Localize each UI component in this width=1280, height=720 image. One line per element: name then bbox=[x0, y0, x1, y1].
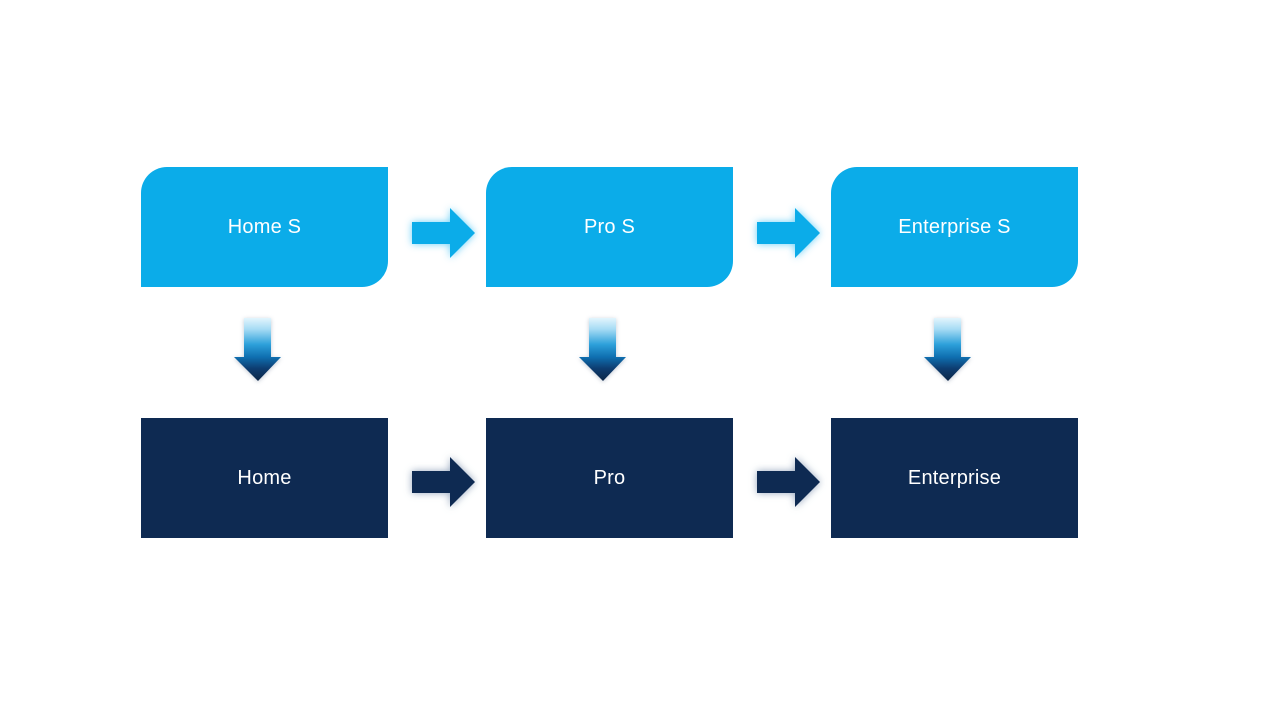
flow-box-label: Home bbox=[237, 467, 292, 489]
flow-box-home-s: Home S bbox=[141, 167, 388, 287]
flow-box-enterprise: Enterprise bbox=[831, 418, 1078, 538]
right-arrow-icon bbox=[757, 207, 821, 259]
down-arrow-icon bbox=[234, 318, 282, 381]
flow-box-label: Pro S bbox=[583, 216, 636, 238]
flow-box-enterprise-s: Enterprise S bbox=[831, 167, 1078, 287]
flow-box-pro: Pro bbox=[486, 418, 733, 538]
down-arrow-icon bbox=[579, 318, 627, 381]
flow-box-home: Home bbox=[141, 418, 388, 538]
flow-box-label: Enterprise S bbox=[898, 216, 1011, 238]
right-arrow-icon bbox=[757, 456, 821, 508]
right-arrow-icon bbox=[412, 456, 476, 508]
flow-box-label: Enterprise bbox=[907, 467, 1002, 489]
down-arrow-icon bbox=[924, 318, 972, 381]
flow-box-label: Home S bbox=[227, 216, 302, 238]
flow-box-label: Pro bbox=[593, 467, 626, 489]
right-arrow-icon bbox=[412, 207, 476, 259]
flow-box-pro-s: Pro S bbox=[486, 167, 733, 287]
